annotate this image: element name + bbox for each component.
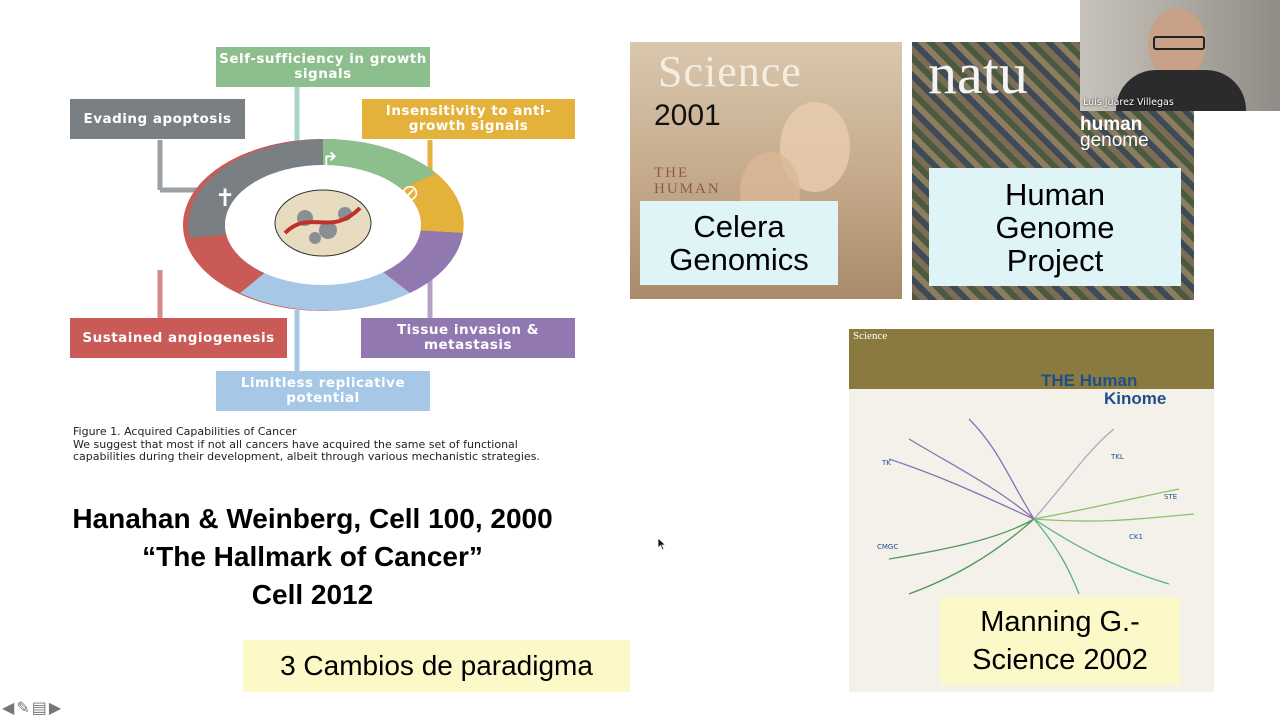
- hallmark-label: Limitless replicative potential: [240, 375, 406, 406]
- science-year: 2001: [654, 99, 721, 132]
- hallmark-label: Evading apoptosis: [83, 110, 232, 127]
- participant-head: [1148, 8, 1206, 80]
- participant-video[interactable]: Luis Juárez Villegas: [1080, 0, 1280, 111]
- reference-line-3: Cell 2012: [251, 579, 374, 610]
- hallmark-angiogenesis: Sustained angiogenesis: [70, 318, 287, 358]
- hallmark-invasion: Tissue invasion & metastasis: [361, 318, 575, 358]
- arrow-right-icon[interactable]: ▶: [48, 700, 62, 717]
- arrow-left-icon[interactable]: ◀: [2, 700, 15, 717]
- label-line: Genome: [995, 209, 1115, 245]
- label-line: Human: [1005, 176, 1105, 212]
- svg-text:⊘: ⊘: [401, 181, 419, 206]
- human-genome-project-label: Human Genome Project: [929, 168, 1181, 286]
- science-cover: Science 2001 THE HUMAN Celera Genomics: [630, 42, 902, 299]
- hallmark-label: Sustained angiogenesis: [82, 329, 275, 346]
- kinome-group-ck1: CK1: [1129, 533, 1143, 541]
- mouse-cursor-icon: [657, 537, 667, 551]
- pencil-icon[interactable]: ✎: [16, 700, 30, 717]
- hallmark-replicative: Limitless replicative potential: [216, 371, 430, 411]
- slide-nav-toolbar: ◀ ✎ ▤ ▶: [2, 700, 61, 718]
- kinome-tree: TK TKL STE CMGC CK1: [877, 418, 1195, 595]
- manning-label: Manning G.- Science 2002: [940, 597, 1180, 685]
- paradigm-note: 3 Cambios de paradigma: [243, 640, 630, 692]
- label-line: Celera: [693, 209, 785, 244]
- hallmark-label: Tissue invasion & metastasis: [396, 322, 540, 353]
- hallmark-evading-apoptosis: Evading apoptosis: [70, 99, 245, 139]
- kinome-title-1: THE Human: [1041, 371, 1138, 390]
- hallmark-label: Insensitivity to anti-growth signals: [385, 103, 552, 134]
- nature-sub-2: genome: [1080, 130, 1149, 151]
- participant-glasses: [1153, 36, 1205, 50]
- kinome-poster: Science THE Human Kinome TK TKL STE CMGC…: [849, 329, 1214, 692]
- label-line: Science 2002: [972, 644, 1148, 676]
- kinome-group-cmgc: CMGC: [877, 543, 898, 551]
- menu-icon[interactable]: ▤: [31, 700, 47, 717]
- svg-text:✝: ✝: [215, 184, 235, 212]
- svg-text:↱: ↱: [321, 149, 339, 174]
- label-line: Genomics: [669, 242, 809, 277]
- kinome-group-ste: STE: [1164, 493, 1177, 501]
- kinome-journal: Science: [853, 330, 888, 342]
- kinome-group-tk: TK: [881, 459, 891, 467]
- figure-text: We suggest that most if not all cancers …: [73, 437, 540, 463]
- hallmark-insensitivity: Insensitivity to anti-growth signals: [362, 99, 575, 139]
- hallmark-label: Self-sufficiency in growth signals: [219, 51, 427, 82]
- label-line: Project: [1006, 242, 1104, 278]
- reference-line-1: Hanahan & Weinberg, Cell 100, 2000: [72, 503, 553, 534]
- hallmark-ring: ∞ ⊘ ✝ ↱: [183, 138, 464, 311]
- label-line: Manning G.-: [980, 606, 1140, 638]
- kinome-title-2: Kinome: [1104, 389, 1167, 408]
- participant-body: [1116, 70, 1246, 111]
- science-masthead: Science: [658, 47, 802, 96]
- nature-sub-1: human: [1080, 114, 1143, 135]
- celera-genomics-label: Celera Genomics: [640, 201, 838, 285]
- kinome-header-band: [849, 329, 1214, 389]
- reference-line-2: “The Hallmark of Cancer”: [142, 541, 483, 572]
- nature-masthead: natu: [928, 42, 1028, 106]
- figure-title: Figure 1. Acquired Capabilities of Cance…: [73, 425, 297, 438]
- participant-name: Luis Juárez Villegas: [1083, 97, 1174, 108]
- science-subtitle-1: THE: [654, 165, 690, 181]
- kinome-group-tkl: TKL: [1110, 453, 1124, 461]
- figure-caption: Figure 1. Acquired Capabilities of Cance…: [73, 425, 583, 464]
- svg-text:∞: ∞: [312, 260, 334, 290]
- hallmark-self-sufficiency: Self-sufficiency in growth signals: [216, 47, 430, 87]
- science-subtitle-2: HUMAN: [654, 181, 721, 197]
